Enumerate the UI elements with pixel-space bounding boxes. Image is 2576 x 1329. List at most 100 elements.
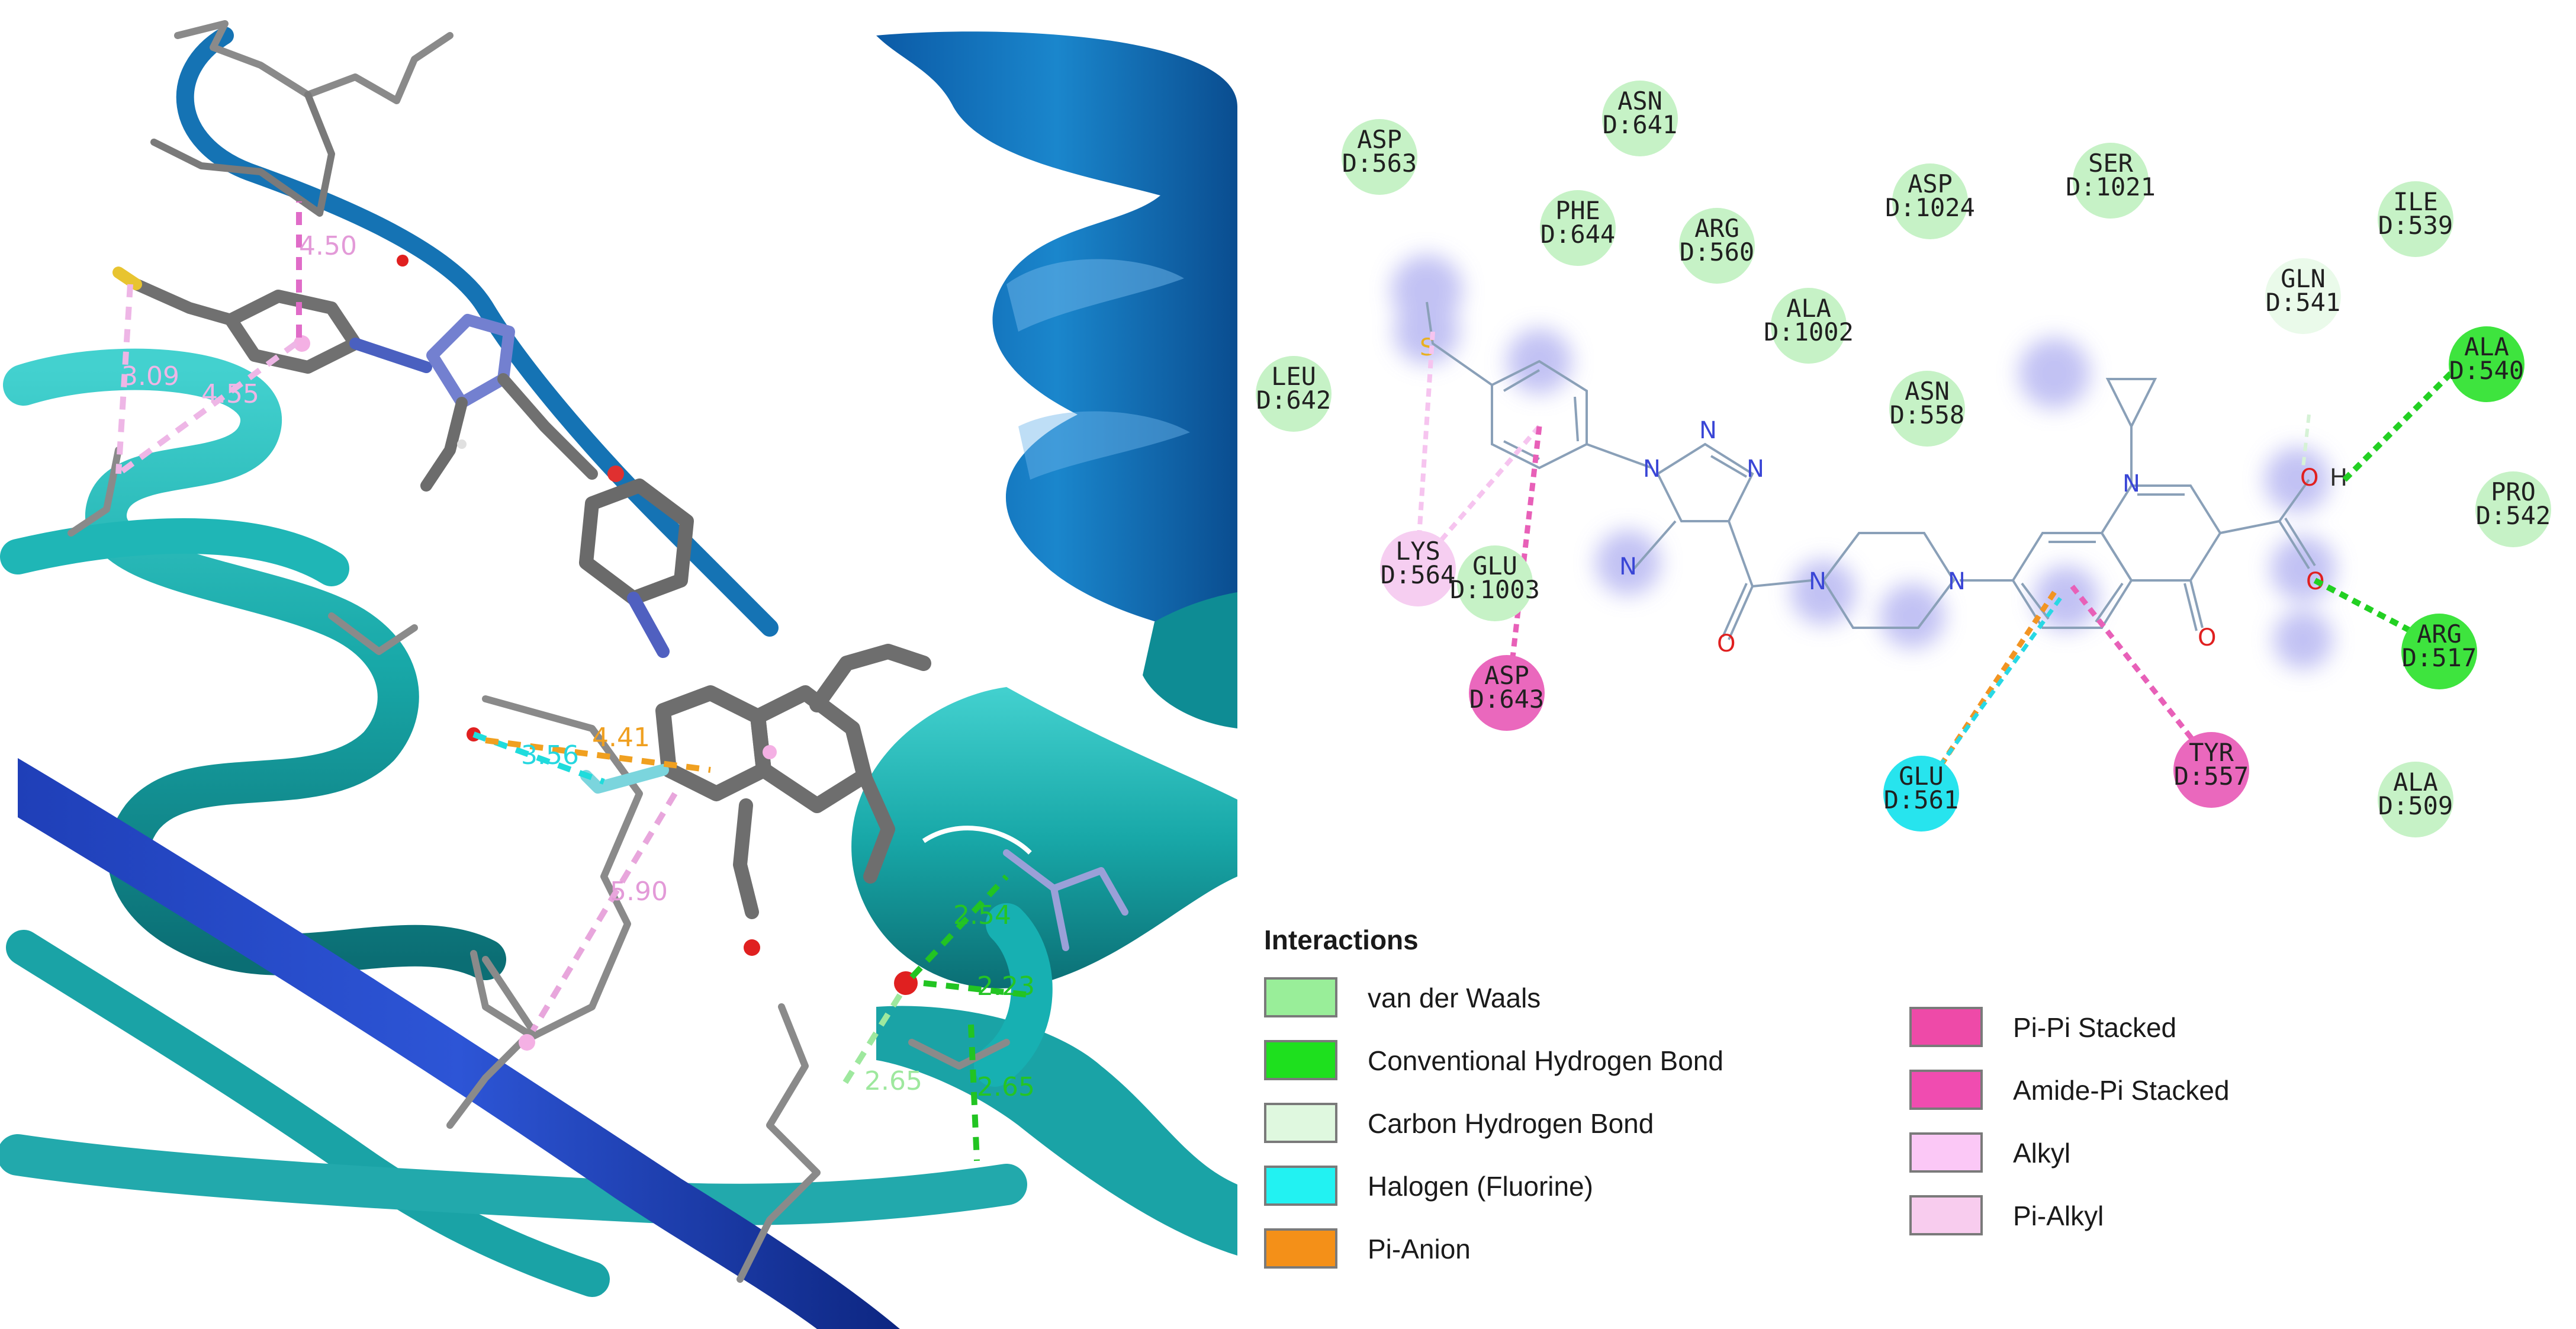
svg-text:ALA: ALA — [1786, 294, 1831, 323]
legend-label: Pi-Alkyl — [2013, 1200, 2104, 1231]
svg-text:LYS: LYS — [1395, 537, 1440, 566]
svg-text:D:643: D:643 — [1469, 685, 1544, 714]
legend-label: Alkyl — [2013, 1138, 2071, 1169]
acid-oxygen: O — [2306, 568, 2324, 595]
svg-text:ASP: ASP — [1484, 661, 1529, 690]
ligand-2d-structure — [1426, 301, 2316, 640]
atom-markers — [294, 255, 918, 1051]
piperazine-nitrogen: N — [1948, 568, 1966, 595]
svg-text:ASP: ASP — [1908, 169, 1953, 198]
sulfur-atom: S — [1420, 334, 1435, 361]
3d-interaction-view: 4.50 3.09 4.55 3.56 4.41 5.90 2.54 2.23 … — [0, 0, 1237, 1329]
legend-label: Pi-Pi Stacked — [2013, 1012, 2177, 1043]
svg-text:LEU: LEU — [1271, 362, 1316, 391]
svg-text:D:541: D:541 — [2266, 288, 2340, 317]
svg-text:D:517: D:517 — [2402, 643, 2477, 672]
svg-text:GLU: GLU — [1472, 551, 1517, 580]
legend-label: Carbon Hydrogen Bond — [1368, 1108, 1654, 1139]
svg-text:SER: SER — [2088, 149, 2134, 178]
svg-text:D:642: D:642 — [1256, 386, 1331, 415]
legend-label: Amide-Pi Stacked — [2013, 1075, 2230, 1106]
svg-text:D:540: D:540 — [2449, 356, 2524, 385]
distance-label: 2.65 — [977, 1072, 1035, 1102]
acid-oxygen: O — [2300, 464, 2318, 492]
hydrogen-atom: H — [2330, 464, 2347, 492]
svg-text:ARG: ARG — [1694, 214, 1739, 243]
triazole-nitrogen: N — [1643, 455, 1661, 483]
protein-ribbon — [0, 27, 1237, 1329]
distance-label: 3.09 — [121, 361, 179, 391]
legend-swatch — [1909, 1195, 1983, 1235]
legend-swatch — [1909, 1007, 1983, 1047]
quinolone-nitrogen: N — [2122, 470, 2140, 497]
svg-text:ASN: ASN — [1617, 86, 1662, 115]
svg-text:GLU: GLU — [1899, 762, 1944, 791]
legend-swatch — [1909, 1132, 1983, 1173]
atom-labels: S N N N N O N N N O O H O — [1420, 334, 2347, 657]
distance-labels: 4.50 3.09 4.55 3.56 4.41 5.90 2.54 2.23 … — [121, 231, 1035, 1102]
amino-nitrogen: N — [1619, 553, 1637, 580]
legend-swatch — [1264, 1228, 1337, 1269]
distance-label: 4.50 — [299, 231, 357, 261]
svg-text:ASP: ASP — [1357, 125, 1402, 154]
legend-label: Conventional Hydrogen Bond — [1368, 1045, 1723, 1076]
svg-text:ARG: ARG — [2417, 619, 2462, 649]
legend-label: van der Waals — [1368, 983, 1541, 1013]
svg-text:PRO: PRO — [2491, 477, 2536, 506]
legend-label: Halogen (Fluorine) — [1368, 1171, 1593, 1202]
legend-swatch — [1264, 1166, 1337, 1206]
distance-label: 2.23 — [977, 971, 1035, 1001]
svg-text:D:1002: D:1002 — [1764, 317, 1854, 346]
piperazine-nitrogen: N — [1809, 568, 1826, 595]
svg-text:D:564: D:564 — [1381, 560, 1455, 589]
interaction-lines — [115, 201, 1031, 1161]
svg-text:D:539: D:539 — [2378, 211, 2453, 240]
legend-swatch — [1264, 1040, 1337, 1080]
svg-text:D:558: D:558 — [1890, 400, 1964, 429]
triazole-nitrogen: N — [1747, 455, 1764, 483]
distance-label: 4.55 — [201, 379, 259, 409]
keto-oxygen: O — [2198, 624, 2216, 651]
distance-label: 3.56 — [521, 740, 579, 771]
svg-text:D:561: D:561 — [1884, 785, 1958, 814]
svg-text:D:644: D:644 — [1541, 220, 1615, 249]
distance-label: 2.65 — [864, 1066, 922, 1096]
svg-text:D:1024: D:1024 — [1885, 193, 1975, 222]
svg-text:D:563: D:563 — [1342, 149, 1417, 178]
svg-text:D:560: D:560 — [1680, 237, 1754, 267]
solvent-halos — [1391, 255, 2336, 669]
interaction-lines-2d — [1416, 331, 2453, 789]
distance-label: 5.90 — [610, 877, 668, 907]
svg-text:PHE: PHE — [1555, 196, 1600, 225]
svg-text:ALA: ALA — [2393, 768, 2438, 797]
legend-label: Pi-Anion — [1368, 1234, 1471, 1264]
svg-text:TYR: TYR — [2189, 738, 2234, 767]
svg-text:D:641: D:641 — [1603, 110, 1677, 139]
distance-label: 2.54 — [953, 900, 1011, 930]
svg-text:ILE: ILE — [2393, 187, 2438, 216]
legend-swatch — [1909, 1070, 1983, 1110]
svg-text:ALA: ALA — [2464, 332, 2509, 361]
svg-text:ASN: ASN — [1905, 377, 1950, 406]
legend-swatch — [1264, 977, 1337, 1017]
triazole-nitrogen: N — [1699, 417, 1717, 444]
